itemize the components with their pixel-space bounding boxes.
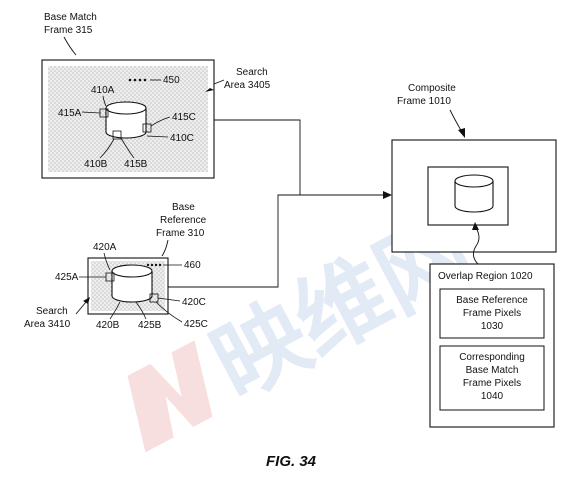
search-area-3410-leader — [75, 301, 87, 315]
label-410b: 410B — [84, 159, 108, 170]
region-box-415c — [142, 123, 152, 133]
overlap-leader — [473, 227, 480, 265]
composite-title-line1: Composite — [408, 83, 456, 94]
base-match-leader — [63, 36, 77, 56]
label-410c: 410C — [170, 133, 194, 144]
base-match-pixels-line2: Base Match — [466, 365, 519, 376]
cylinder-object-composite — [454, 174, 494, 213]
figure-caption: FIG. 34 — [266, 453, 317, 470]
leader-425b — [135, 301, 147, 320]
overlap-arrowhead — [472, 222, 479, 230]
label-420b: 420B — [96, 320, 120, 331]
base-reference-title-line3: Frame 310 — [156, 228, 205, 239]
base-reference-title-line2: Reference — [160, 215, 207, 226]
cylinder-object-match — [105, 101, 147, 139]
search-area-3410-line1: Search — [36, 306, 68, 317]
label-425b: 425B — [138, 320, 162, 331]
base-match-pixels-box — [439, 345, 545, 411]
label-450: 450 — [163, 75, 180, 86]
label-415a: 415A — [58, 108, 82, 119]
label-410a: 410A — [91, 85, 115, 96]
leader-415b — [120, 137, 135, 159]
leader-410a — [102, 95, 107, 107]
search-area-3410-line2: Area 3410 — [24, 319, 71, 330]
label-415c: 415C — [172, 112, 196, 123]
search-area-3405-leader — [213, 79, 225, 85]
leader-415c — [150, 116, 171, 127]
label-420a: 420A — [93, 242, 117, 253]
base-match-pixels-line1: Corresponding — [459, 352, 525, 363]
label-425c: 425C — [184, 319, 208, 330]
base-reference-pixels-line3: 1030 — [481, 321, 504, 332]
composite-arrowhead — [458, 128, 465, 138]
leader-410b — [99, 138, 115, 159]
base-reference-pixels-line2: Frame Pixels — [463, 308, 521, 319]
composite-title-line2: Frame 1010 — [397, 96, 451, 107]
leader-420a — [103, 252, 111, 271]
label-460: 460 — [184, 260, 201, 271]
overlap-region-title: Overlap Region 1020 — [438, 271, 533, 282]
base-reference-leader — [161, 239, 169, 257]
leader-415a — [81, 111, 101, 114]
base-reference-pixels-line1: Base Reference — [456, 295, 528, 306]
search-area-3405-arrowhead — [205, 88, 214, 92]
connector-from-base-reference — [168, 194, 384, 288]
base-match-pixels-line4: 1040 — [481, 391, 504, 402]
leader-425c — [155, 301, 183, 323]
composite-frame — [391, 139, 557, 253]
label-415b: 415B — [124, 159, 148, 170]
label-420c: 420C — [182, 297, 206, 308]
connector-arrowhead — [383, 191, 392, 199]
feature-dots-460 — [146, 263, 162, 267]
cylinder-object-reference — [111, 264, 153, 303]
composite-leader — [449, 109, 463, 133]
region-box-410b — [112, 130, 122, 140]
watermark-mark — [127, 340, 213, 453]
leader-410c — [146, 135, 169, 138]
base-match-title-line1: Base Match — [44, 12, 97, 23]
leader-420c — [157, 297, 181, 302]
leader-420b — [109, 301, 121, 320]
search-area-3405-line1: Search — [236, 67, 268, 78]
connector-from-base-match — [214, 119, 301, 195]
base-reference-title-line1: Base — [172, 202, 195, 213]
label-425a: 425A — [55, 272, 79, 283]
base-reference-pixels-box — [439, 288, 545, 339]
feature-dots-450 — [128, 78, 147, 82]
base-match-pixels-line3: Frame Pixels — [463, 378, 521, 389]
base-match-title-line2: Frame 315 — [44, 25, 93, 36]
search-area-3405-line2: Area 3405 — [224, 80, 271, 91]
search-area-3410-arrowhead — [83, 297, 90, 304]
